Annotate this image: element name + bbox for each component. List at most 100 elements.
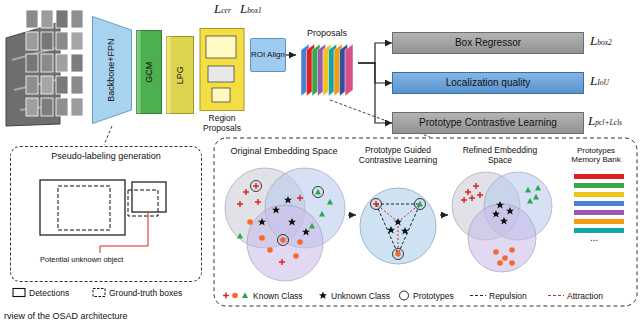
- loss-label: Lbox2: [590, 34, 612, 49]
- original-embedding-space: [327, 199, 333, 205]
- legend-sample: [319, 292, 327, 300]
- input-images: [56, 54, 68, 72]
- flow-arrow: [348, 214, 356, 215]
- refined-embedding-space: [509, 247, 515, 253]
- node-text: Prototype Guided Contrastive Learning: [358, 146, 438, 166]
- original-embedding-space: [225, 168, 345, 281]
- original-embedding-space: [297, 239, 303, 245]
- node-text: Prototype Contrastive Learning: [419, 117, 557, 129]
- original-embedding-space: [315, 189, 321, 195]
- input-images: [26, 10, 83, 116]
- contrastive-space: [417, 201, 423, 207]
- loss-label: LIoU: [590, 74, 609, 89]
- input-images: [6, 22, 60, 126]
- refined-embedding-space: [533, 194, 539, 200]
- legend-text: Detections: [29, 288, 69, 298]
- input-images: [71, 98, 83, 116]
- ellipsis-label: ...: [590, 232, 598, 244]
- original-embedding-space: [255, 199, 261, 205]
- contrastive-space: [373, 201, 379, 207]
- legend-sample: [400, 291, 409, 300]
- input-images: [71, 76, 83, 94]
- original-embedding-space: [237, 201, 243, 207]
- input-images: [26, 32, 38, 50]
- refined-embedding-space: [502, 255, 508, 261]
- refined-embedding-space: [468, 204, 536, 272]
- detail-leader: [104, 126, 112, 145]
- legend-sample: [548, 290, 564, 301]
- input-images: [56, 76, 68, 94]
- original-embedding-space: [253, 183, 259, 189]
- legend-sample: [398, 290, 410, 301]
- legend-text: Repulsion: [489, 291, 527, 301]
- proposal-map-shape: [200, 29, 244, 111]
- refined-embedding-space: [535, 185, 541, 191]
- head-box: Box Regressor: [392, 32, 584, 54]
- contrastive-space: [394, 218, 402, 226]
- node-text: Refined Embedding Space: [450, 146, 550, 166]
- contrastive-space: [360, 188, 436, 264]
- legend-item: Known Class: [222, 290, 303, 301]
- legend-text: Attraction: [567, 291, 603, 301]
- legend-text: Known Class: [253, 291, 303, 301]
- refined-embedding-space: [493, 249, 499, 255]
- contrastive-space: [401, 227, 409, 235]
- node-text: Original Embedding Space: [230, 146, 337, 156]
- input-images: [71, 54, 83, 72]
- detail-panel: [214, 138, 637, 306]
- original-embedding-space: [247, 219, 253, 225]
- refined-embedding-space: [492, 210, 500, 218]
- legend-sample: [13, 289, 25, 297]
- refined-embedding-space: [477, 192, 483, 198]
- pseudo-label-sketch: [40, 180, 125, 235]
- original-embedding-space: [247, 205, 323, 281]
- original-embedding-space: [237, 233, 243, 239]
- legend-item: Detections: [12, 287, 69, 298]
- input-images: [41, 10, 53, 28]
- original-embedding-space: [272, 206, 280, 214]
- node-text: Localization quality: [446, 77, 531, 89]
- flow-arrow: [440, 214, 448, 215]
- pseudo-label-sketch: [40, 180, 166, 253]
- proposal-stack-shape: [345, 44, 353, 96]
- contrastive-space: [395, 251, 401, 257]
- node-text: ROI Align: [251, 50, 285, 59]
- embedding-space: Original Embedding Space: [220, 144, 348, 286]
- module-block: GCM: [136, 30, 162, 114]
- input-images: [26, 54, 38, 72]
- refined-embedding-space: [506, 207, 514, 215]
- loss-label: Lbox1: [240, 2, 262, 17]
- proposal-map-shape: [206, 36, 236, 58]
- contrastive-space: [415, 199, 426, 210]
- legend-sample: [242, 292, 248, 298]
- proposal-map-shape: [212, 88, 230, 102]
- contrastive-space: [387, 226, 395, 234]
- legend-item: Unknown Class: [318, 290, 390, 301]
- original-embedding-space: [293, 253, 299, 259]
- memory-bank: [574, 228, 624, 233]
- legend-item: Attraction: [548, 290, 603, 301]
- legend-item: Repulsion: [470, 290, 527, 301]
- node-text: Prototypes Memory Bank: [562, 146, 630, 164]
- contrastive-space: [376, 204, 420, 254]
- node-text: Backbone+FPN: [107, 38, 117, 101]
- contrastive-space: [393, 249, 404, 260]
- original-embedding-space: [280, 237, 286, 243]
- module-block-shape: [137, 31, 141, 114]
- input-images: [56, 32, 68, 50]
- input-images: [71, 10, 83, 28]
- head-box: Prototype Contrastive Learning: [392, 112, 584, 134]
- original-embedding-space: [288, 218, 296, 226]
- original-embedding-space: [279, 259, 285, 265]
- input-images: [56, 10, 68, 28]
- refined-embedding-space: [497, 260, 503, 266]
- proposal-stack: Proposals: [296, 28, 358, 98]
- module-block-shape: [167, 37, 171, 114]
- input-images: [26, 76, 38, 94]
- module-block-shape: [137, 31, 162, 114]
- node-text: Region Proposals: [198, 114, 246, 134]
- legend-item: Prototypes: [398, 290, 454, 301]
- legend-sample: [548, 295, 564, 296]
- input-images: [56, 98, 68, 116]
